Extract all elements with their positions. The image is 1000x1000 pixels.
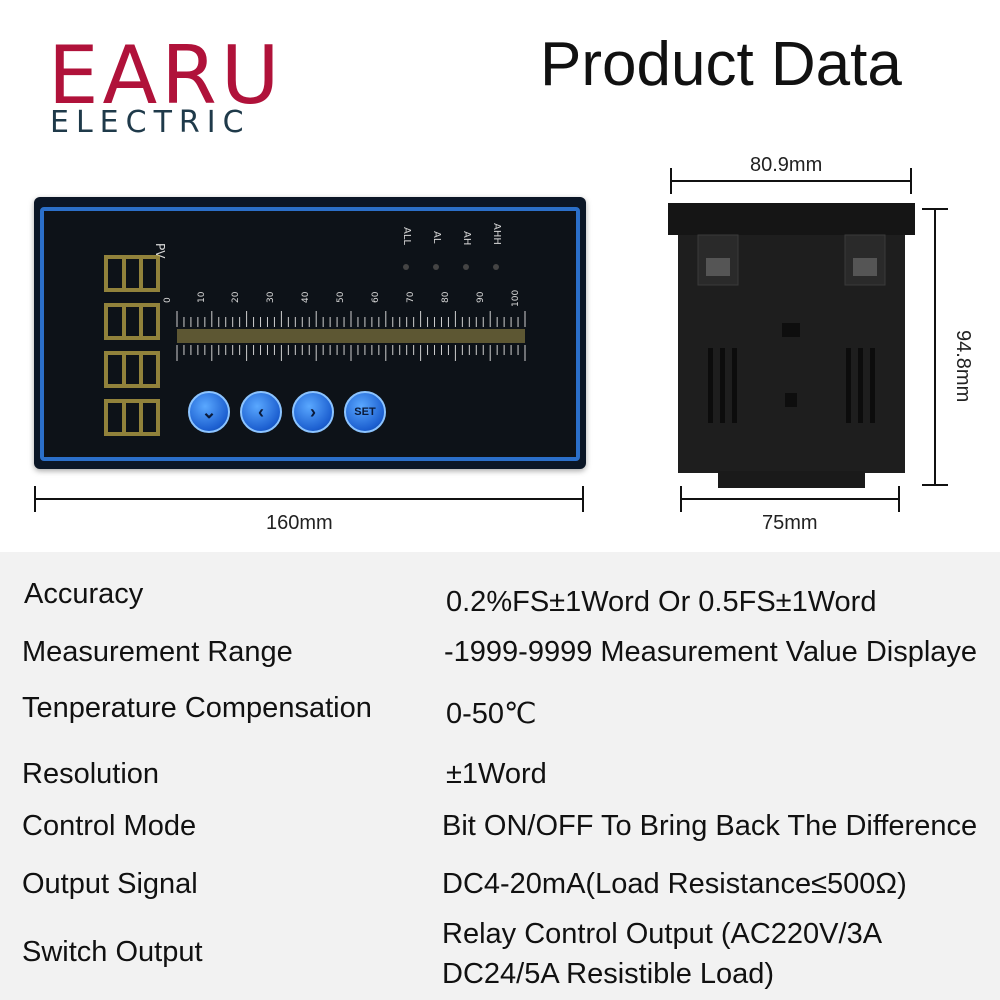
side-height-bottom-tick [922, 484, 948, 486]
set-button[interactable]: SET [344, 391, 386, 433]
side-view-image [668, 203, 915, 488]
spec-label-output-signal: Output Signal [22, 868, 198, 900]
spec-value-switch-output-line1: Relay Control Output (AC220V/3A [442, 918, 883, 950]
side-view-clip-notch-left [706, 258, 730, 276]
brand-subtitle: ELECTRIC [50, 105, 251, 140]
side-top-width-label: 80.9mm [750, 154, 823, 176]
alarm-label-ah: AH [461, 231, 472, 245]
bar-scale-labels: 0 10 20 30 40 50 60 70 80 90 100 [163, 290, 521, 307]
scale-tick-10: 10 [197, 291, 207, 303]
scale-tick-70: 70 [406, 291, 416, 303]
side-view-bottom [718, 471, 865, 488]
side-view-vents [708, 348, 875, 423]
scale-tick-40: 40 [301, 291, 311, 303]
side-bottom-right-tick [898, 486, 900, 512]
chevron-right-icon: › [310, 401, 316, 422]
front-width-dimension-line [34, 498, 584, 500]
front-width-label: 160mm [266, 512, 333, 534]
seven-segment-display [104, 255, 160, 436]
side-view-center-square [782, 323, 800, 337]
scale-tick-60: 60 [371, 291, 381, 303]
front-panel-image: PV ALL AL AH AHH [34, 197, 586, 469]
spec-value-switch-output-line2: DC24/5A Resistible Load) [442, 958, 775, 990]
spec-value-output-signal: DC4-20mA(Load Resistance≤500Ω) [442, 868, 907, 900]
side-height-label: 94.8mm [952, 330, 974, 403]
spec-label-measurement-range: Measurement Range [22, 636, 293, 668]
side-bottom-left-tick [680, 486, 682, 512]
spec-label-control-mode: Control Mode [22, 810, 197, 842]
scale-tick-20: 20 [231, 291, 241, 303]
scale-tick-30: 30 [266, 291, 276, 303]
left-button[interactable]: ‹ [240, 391, 282, 433]
side-bottom-width-label: 75mm [762, 512, 818, 534]
side-top-dimension-line [670, 180, 912, 182]
side-top-left-tick [670, 168, 672, 194]
side-view-top-rim [668, 203, 915, 235]
scale-tick-50: 50 [336, 291, 346, 303]
spec-label-temperature-compensation: Tenperature Compensation [22, 692, 372, 724]
right-button[interactable]: › [292, 391, 334, 433]
chevron-left-icon: ‹ [258, 401, 264, 422]
alarm-label-al: AL [431, 231, 442, 244]
front-panel-graphics: PV ALL AL AH AHH [104, 223, 526, 436]
scale-tick-0: 0 [163, 297, 173, 303]
spec-value-measurement-range: -1999-9999 Measurement Value Displaye [444, 636, 978, 668]
bar-graph [177, 329, 525, 343]
side-height-top-tick [922, 208, 948, 210]
scale-tick-100: 100 [511, 290, 521, 307]
front-width-right-tick [582, 486, 584, 512]
spec-label-resolution: Resolution [22, 758, 160, 790]
spec-label-accuracy: Accuracy [24, 578, 144, 610]
alarm-leds [403, 264, 499, 270]
chevron-down-icon: ⌄ [201, 401, 217, 422]
spec-value-resolution: ±1Word [446, 758, 547, 790]
down-button[interactable]: ⌄ [188, 391, 230, 433]
side-bottom-dimension-line [680, 498, 900, 500]
set-button-label: SET [354, 406, 376, 418]
side-view-center-slot [785, 393, 797, 407]
scale-tick-80: 80 [441, 291, 451, 303]
front-panel-face: PV ALL AL AH AHH [40, 207, 580, 461]
side-view-clip-notch-right [853, 258, 877, 276]
spec-value-temperature-compensation: 0-50℃ [446, 698, 537, 730]
alarm-label-all: ALL [401, 227, 412, 245]
brand-logo: EARU [48, 29, 284, 122]
front-width-left-tick [34, 486, 36, 512]
spec-label-switch-output: Switch Output [22, 936, 203, 968]
bar-scale-ticks [176, 311, 526, 361]
side-height-dimension-line [934, 208, 936, 486]
side-view-graphics [668, 203, 915, 488]
side-top-right-tick [910, 168, 912, 194]
alarm-label-ahh: AHH [491, 223, 502, 245]
spec-table: Accuracy 0.2%FS±1Word Or 0.5FS±1Word Mea… [0, 552, 1000, 1000]
scale-tick-90: 90 [476, 291, 486, 303]
page-title: Product Data [540, 30, 902, 99]
spec-value-control-mode: Bit ON/OFF To Bring Back The Difference [442, 810, 978, 842]
spec-value-accuracy: 0.2%FS±1Word Or 0.5FS±1Word [446, 586, 877, 618]
